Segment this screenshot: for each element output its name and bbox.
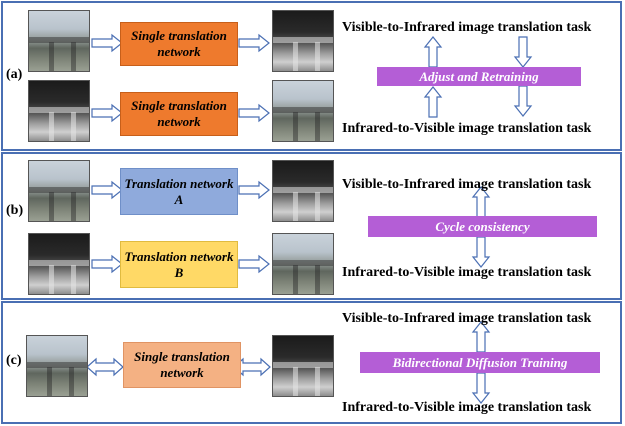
infrared-image bbox=[28, 233, 90, 295]
bidirectional-diffusion-training-bar: Bidirectional Diffusion Training bbox=[360, 352, 600, 373]
arrow-b-4 bbox=[238, 255, 270, 273]
translation-network-a-box: Translation network A bbox=[120, 168, 238, 215]
visible-output-image bbox=[272, 80, 334, 142]
panel-c-label: (c) bbox=[6, 353, 22, 368]
arrow-c-down bbox=[472, 372, 490, 404]
arrow-a-3 bbox=[91, 104, 123, 122]
arrow-c-1 bbox=[86, 358, 124, 376]
infrared-output-image bbox=[272, 10, 334, 72]
visible-output-image bbox=[272, 233, 334, 295]
arrow-b-down bbox=[472, 236, 490, 268]
single-translation-network-box: Single translation network bbox=[123, 342, 241, 388]
arrow-a-down-top bbox=[514, 36, 532, 68]
infrared-image bbox=[28, 80, 90, 142]
arrow-b-1 bbox=[91, 181, 123, 199]
adjust-and-retraining-bar: Adjust and Retraining bbox=[377, 67, 581, 86]
infrared-output-image bbox=[272, 160, 334, 222]
visible-image bbox=[26, 335, 88, 397]
panel-b-label: (b) bbox=[6, 203, 24, 218]
cycle-consistency-bar: Cycle consistency bbox=[368, 216, 597, 237]
visible-to-infrared-task: Visible-to-Infrared image translation ta… bbox=[342, 311, 592, 326]
arrow-b-3 bbox=[91, 255, 123, 273]
arrow-a-1 bbox=[91, 34, 123, 52]
panel-a-label: (a) bbox=[6, 67, 23, 82]
translation-network-b-box: Translation network B bbox=[120, 241, 238, 288]
arrow-a-4 bbox=[238, 104, 270, 122]
visible-to-infrared-task: Visible-to-Infrared image translation ta… bbox=[342, 20, 592, 35]
single-translation-network-box: Single translation network bbox=[120, 92, 238, 136]
infrared-to-visible-task: Infrared-to-Visible image translation ta… bbox=[342, 400, 592, 415]
arrow-a-down-bottom bbox=[514, 85, 532, 117]
visible-to-infrared-task: Visible-to-Infrared image translation ta… bbox=[342, 177, 592, 192]
arrow-a-up-bottom bbox=[424, 86, 442, 118]
infrared-to-visible-task: Infrared-to-Visible image translation ta… bbox=[342, 121, 592, 136]
arrow-a-up-top bbox=[424, 36, 442, 68]
visible-image bbox=[28, 160, 90, 222]
single-translation-network-box: Single translation network bbox=[120, 22, 238, 66]
infrared-to-visible-task: Infrared-to-Visible image translation ta… bbox=[342, 265, 592, 280]
arrow-a-2 bbox=[238, 34, 270, 52]
arrow-b-2 bbox=[238, 181, 270, 199]
infrared-image bbox=[272, 335, 334, 397]
visible-image bbox=[28, 10, 90, 72]
